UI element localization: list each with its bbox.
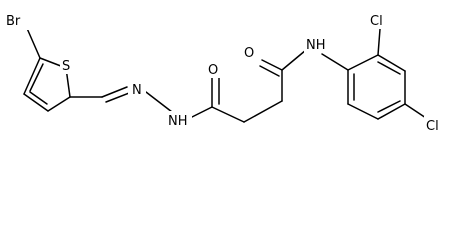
- bond-c4-nh: [281, 49, 307, 71]
- bond-c3-c4-inner: [29, 91, 48, 105]
- bond-n-nh: [145, 91, 173, 113]
- bond-ar2-ar3-inner: [377, 61, 401, 75]
- bond-c2-c3: [47, 96, 71, 112]
- bond-c4-o: [261, 59, 283, 71]
- chemical-structure: Br S N NH O O NH Cl Cl: [6, 14, 439, 134]
- bond-c4-c5: [23, 57, 41, 95]
- atom-chlorine-para: Cl: [426, 119, 439, 134]
- bond-ar4-ar5: [377, 103, 406, 120]
- bond-ch2-ch2: [243, 100, 283, 123]
- bond-br-c5: [25, 25, 41, 59]
- bond-c4-o-inner: [259, 65, 280, 77]
- atom-chlorine-ortho: Cl: [370, 14, 383, 29]
- bond-ar1-ar2: [347, 54, 379, 71]
- bond-nh-aryl: [321, 53, 349, 71]
- bond-c3-c4: [23, 93, 49, 112]
- bond-c4-c5-inner: [29, 63, 44, 92]
- bond-ar2-ar3: [377, 54, 406, 72]
- bond-ar2-cl: [377, 28, 381, 56]
- atom-amide-nh: NH: [306, 38, 326, 53]
- bond-ar4-cl: [404, 103, 427, 119]
- atom-hydrazide-oxygen: O: [208, 63, 218, 78]
- atom-hydrazide-nh: NH: [168, 114, 188, 129]
- atom-bromine: Br: [6, 14, 21, 29]
- bond-ar5-ar6: [347, 103, 379, 120]
- atom-imine-nitrogen: N: [132, 83, 142, 98]
- atom-amide-oxygen: O: [244, 46, 254, 61]
- bond-c1-ch2: [211, 106, 245, 123]
- atom-sulfur: S: [62, 59, 70, 74]
- bond-ch-n-double: [101, 86, 128, 98]
- bond-ch-n-double-inner: [105, 92, 130, 103]
- bond-ar4-ar5-inner: [377, 100, 401, 113]
